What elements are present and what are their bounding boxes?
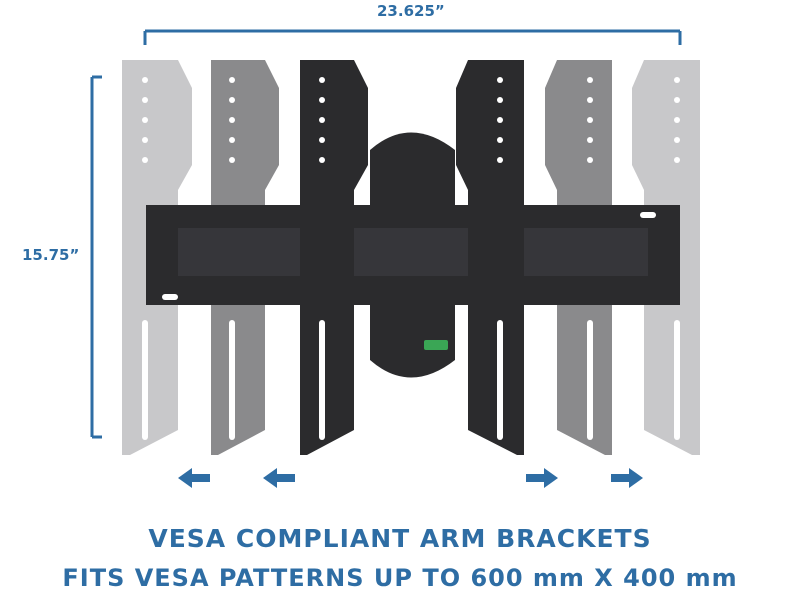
width-dimension-line [143,29,682,45]
caption-line-2: FITS VESA PATTERNS UP TO 600 mm X 400 mm [62,564,738,592]
height-label: 15.75” [22,246,80,264]
bubble-level-icon [424,340,448,350]
bracket-slots [142,320,680,440]
width-label: 23.625” [377,2,445,20]
caption-line-1: VESA COMPLIANT ARM BRACKETS [148,524,652,553]
horizontal-plate [146,205,680,305]
bracket-holes [142,77,680,300]
arm-bracket-inner-left [300,60,368,455]
arrow-right-icon [526,468,643,488]
arrow-left-icon [178,468,295,488]
height-dimension-line [90,75,102,439]
arm-bracket-inner-right [456,60,524,455]
